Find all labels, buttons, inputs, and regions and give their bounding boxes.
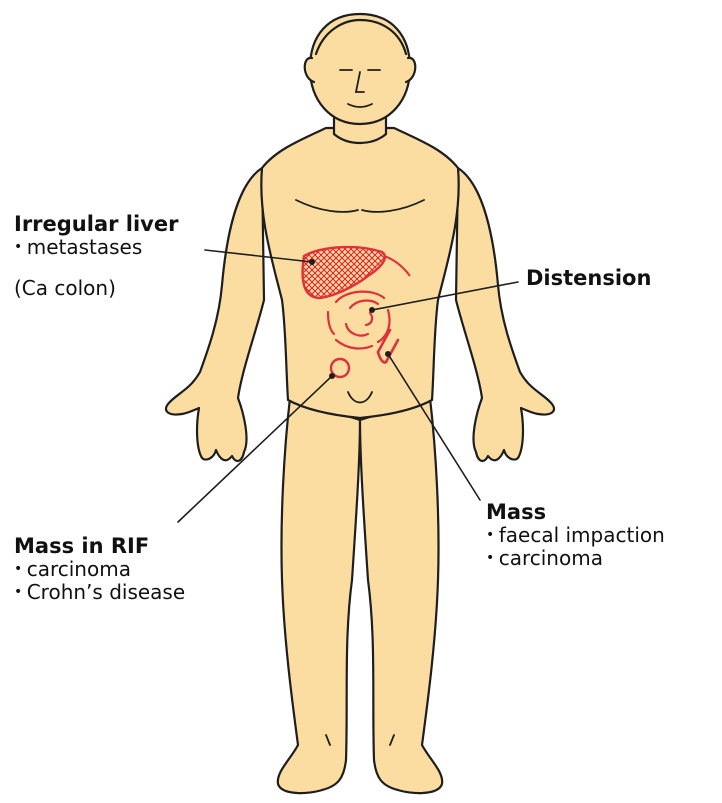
human-figure bbox=[166, 14, 554, 793]
rif-item-carcinoma: carcinoma bbox=[14, 558, 185, 581]
mass-item-carcinoma: carcinoma bbox=[486, 547, 665, 570]
mass-item-faecal: faecal impaction bbox=[486, 524, 665, 547]
mass-heading: Mass bbox=[486, 500, 665, 524]
right-arm bbox=[166, 168, 264, 461]
liver-heading: Irregular liver bbox=[14, 212, 178, 236]
right-leg bbox=[278, 398, 360, 793]
rif-annotation: Mass in RIF carcinoma Crohn’s disease bbox=[14, 534, 185, 604]
rif-heading: Mass in RIF bbox=[14, 534, 185, 558]
liver-note: (Ca colon) bbox=[14, 277, 178, 300]
distension-heading: Distension bbox=[526, 266, 651, 290]
mass-annotation: Mass faecal impaction carcinoma bbox=[486, 500, 665, 570]
rif-item-crohns: Crohn’s disease bbox=[14, 581, 185, 604]
liver-annotation: Irregular liver metastases (Ca colon) bbox=[14, 212, 178, 300]
liver-item: metastases bbox=[14, 236, 178, 259]
left-arm bbox=[456, 168, 554, 461]
left-leg bbox=[360, 398, 442, 793]
